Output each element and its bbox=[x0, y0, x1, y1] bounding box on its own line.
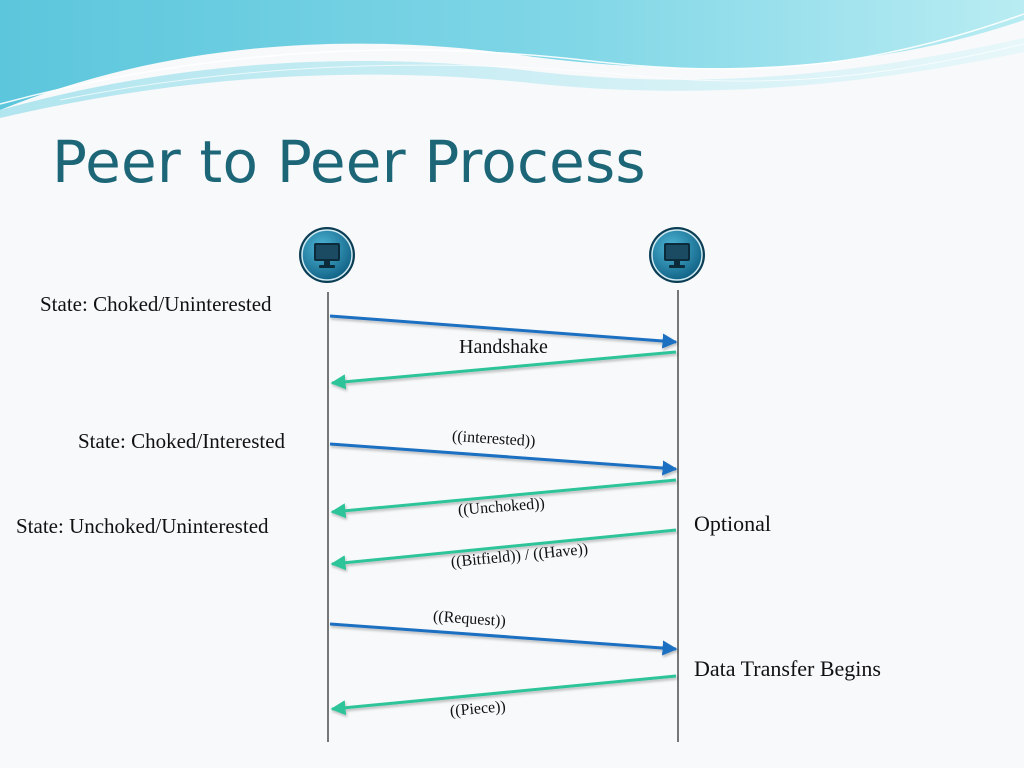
message-label-handshake: Handshake bbox=[459, 336, 548, 358]
slide-title: Peer to Peer Process bbox=[52, 128, 646, 196]
message-label-interested: ((interested)) bbox=[451, 428, 536, 451]
message-label-unchoked: ((Unchoked)) bbox=[457, 495, 546, 519]
note-data-transfer-begins: Data Transfer Begins bbox=[694, 656, 881, 681]
note-optional: Optional bbox=[694, 511, 771, 536]
message-label-bitfield-have: ((Bitfield)) / ((Have)) bbox=[450, 540, 589, 571]
state-label-choked-uninterested: State: Choked/Uninterested bbox=[40, 292, 272, 316]
header-wave-decoration bbox=[0, 0, 1024, 118]
computer-monitor-icon bbox=[299, 227, 355, 283]
message-label-request: ((Request)) bbox=[432, 608, 507, 631]
message-label-piece: ((Piece)) bbox=[449, 698, 507, 720]
computer-monitor-icon bbox=[649, 227, 705, 283]
state-label-choked-interested: State: Choked/Interested bbox=[78, 429, 286, 453]
state-label-unchoked-uninterested: State: Unchoked/Uninterested bbox=[16, 514, 269, 538]
